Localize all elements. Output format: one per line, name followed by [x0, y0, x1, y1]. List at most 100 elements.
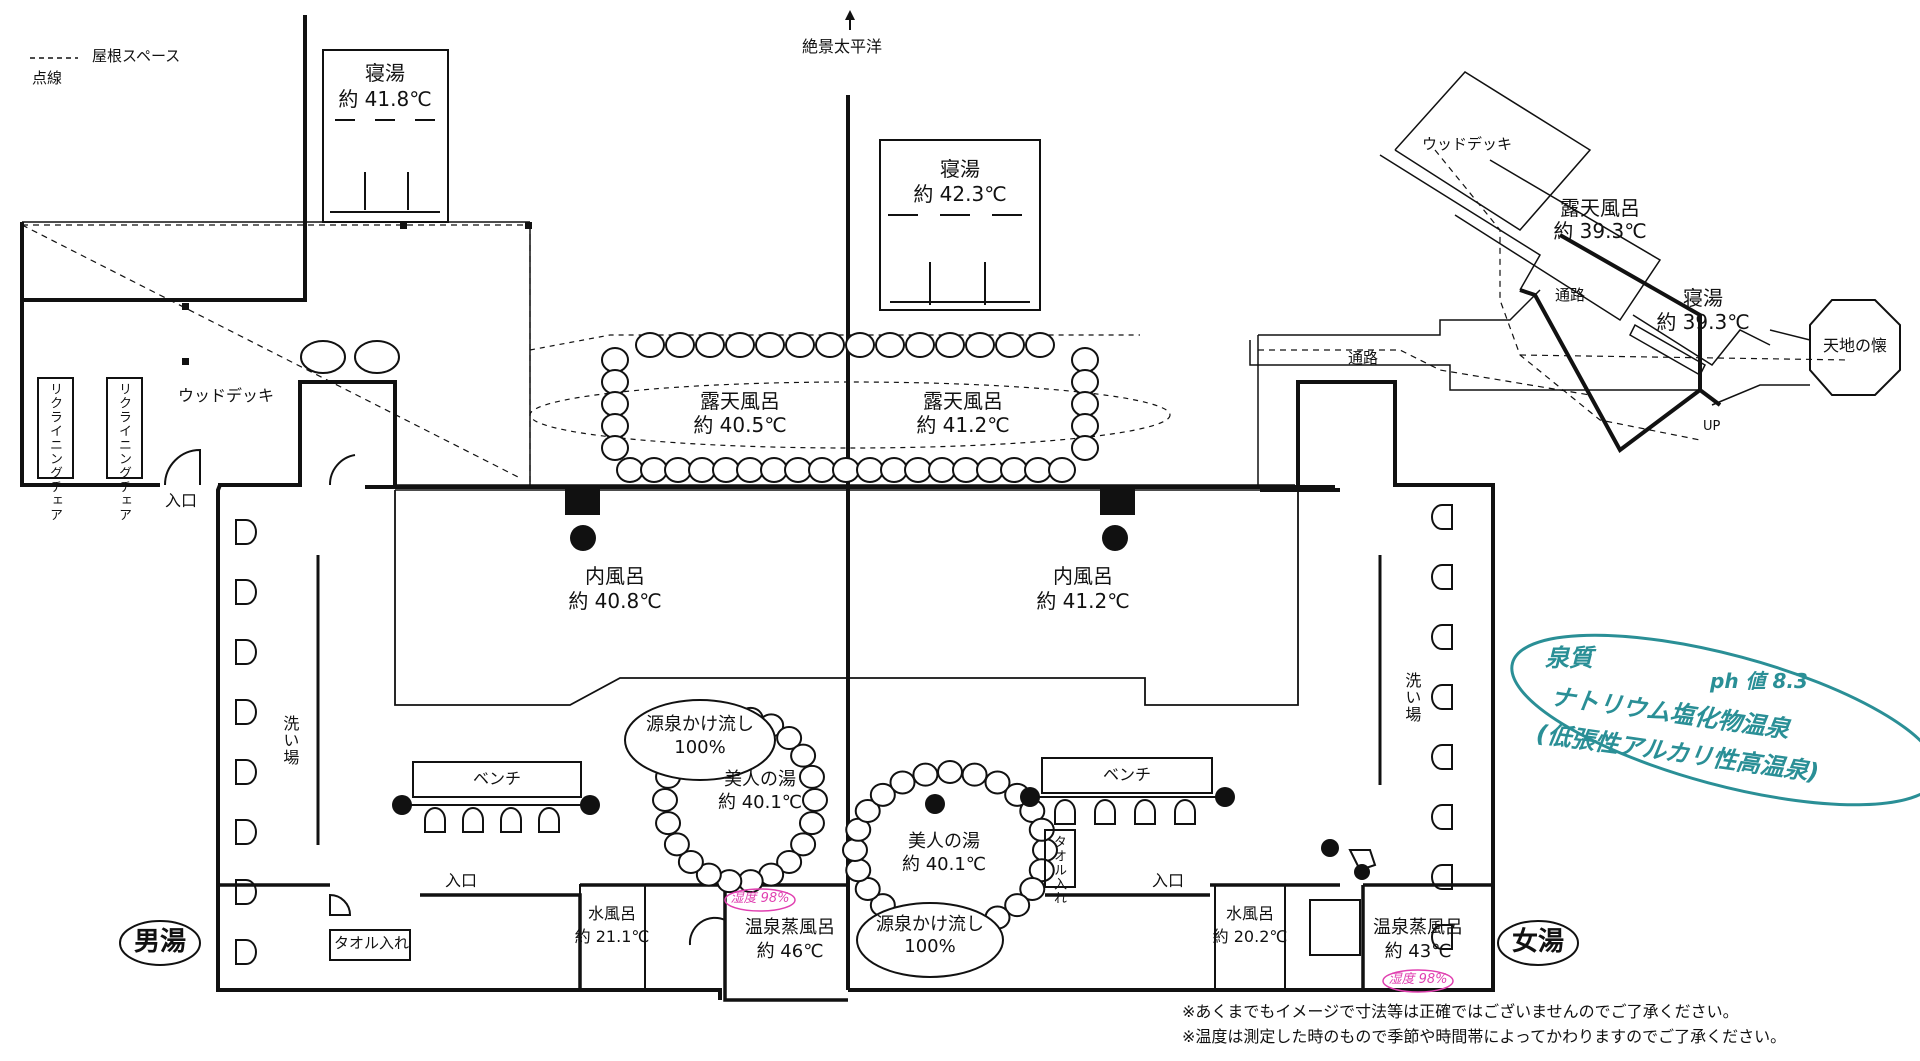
women-label: 女湯 — [1511, 927, 1565, 957]
stone — [760, 457, 788, 483]
north-arrow-icon — [845, 10, 855, 30]
stone — [784, 457, 812, 483]
women-bench-label: ベンチ — [1102, 765, 1152, 784]
roten-women-name: 露天風呂 — [923, 389, 1003, 413]
stone — [832, 457, 860, 483]
shower-seat — [235, 519, 257, 545]
callout-men-line1: 源泉かけ流し — [646, 714, 754, 735]
recliner-label-1: リクライニングチェア — [46, 382, 62, 522]
wood-deck-right: ウッドデッキ — [1422, 135, 1513, 153]
men-label: 男湯 — [133, 927, 187, 957]
stone — [854, 799, 881, 823]
stone — [1048, 457, 1076, 483]
stone — [688, 457, 716, 483]
neyu-left-temp: 約 41.8℃ — [338, 87, 432, 111]
stone — [928, 457, 956, 483]
shower-seat — [1094, 799, 1116, 825]
stone — [905, 332, 935, 358]
roten-men-temp: 約 40.5℃ — [693, 413, 787, 437]
shower-seat — [1174, 799, 1196, 825]
stone — [965, 332, 995, 358]
shower-seat — [1431, 684, 1453, 710]
neyu-left-name: 寝湯 — [365, 61, 405, 85]
callout-men-line2: 100% — [674, 737, 726, 758]
uchi-women-temp: 約 41.2℃ — [1036, 589, 1130, 613]
mizu-men-name: 水風呂 — [587, 904, 637, 923]
shower-seat — [1134, 799, 1156, 825]
roten-women-temp: 約 41.2℃ — [916, 413, 1010, 437]
inner-bath-outline — [394, 490, 1299, 706]
stone — [1071, 435, 1099, 461]
entrance-women[interactable]: 入口 — [1152, 871, 1185, 890]
stone — [995, 332, 1025, 358]
rotenburo-right-temp: 約 39.3℃ — [1553, 219, 1647, 243]
sauna-men-name: 温泉蒸風呂 — [745, 917, 835, 938]
shower-seat — [1431, 804, 1453, 830]
shower-seat — [1431, 924, 1453, 950]
shower-seat — [462, 807, 484, 833]
mizu-women-temp: 約 20.2℃ — [1212, 927, 1288, 946]
stone — [790, 743, 817, 768]
stone — [1071, 413, 1099, 439]
stone — [1025, 332, 1055, 358]
stone — [961, 762, 988, 787]
stone — [845, 332, 875, 358]
shower-seat — [1431, 504, 1453, 530]
stone — [663, 832, 690, 857]
shower-seat — [424, 807, 446, 833]
entrance-men[interactable]: 入口 — [445, 871, 478, 890]
stone — [1000, 457, 1028, 483]
stone — [912, 762, 939, 787]
up-label: UP — [1703, 419, 1721, 434]
stone — [976, 457, 1004, 483]
sauna-men-humidity: 湿度 98% — [730, 891, 790, 906]
glass-wall — [365, 383, 1335, 489]
stone — [601, 347, 629, 373]
stone — [665, 332, 695, 358]
towel-box-women: タオル入れ — [1050, 835, 1066, 905]
callout-bubble-women — [856, 902, 1004, 978]
stone — [695, 862, 722, 887]
stone — [616, 457, 644, 483]
uchi-men-temp: 約 40.8℃ — [568, 589, 662, 613]
spring-quality-ellipse — [1510, 633, 1920, 807]
shower-seat — [235, 759, 257, 785]
bijin-women-temp: 約 40.1℃ — [901, 854, 987, 875]
shower-seat — [1054, 799, 1076, 825]
stone — [842, 838, 868, 862]
wood-deck-left: ウッドデッキ — [178, 386, 275, 405]
center-neyu-tub — [879, 139, 1041, 311]
stone — [937, 760, 963, 784]
stone — [845, 858, 872, 883]
stone — [984, 770, 1011, 795]
sauna-women-humidity: 湿度 98% — [1388, 972, 1448, 987]
neyu-center-name: 寝湯 — [940, 157, 980, 181]
callout-bubble-men — [624, 699, 776, 781]
stone — [1004, 893, 1031, 918]
bijin-women-name: 美人の湯 — [908, 831, 980, 852]
entrance-left[interactable]: 入口 — [165, 491, 198, 510]
shower-seat — [500, 807, 522, 833]
bijin-men-name: 美人の湯 — [724, 769, 796, 790]
men-neyu-tub — [322, 49, 449, 223]
men-bench-label: ベンチ — [472, 769, 522, 788]
women-washing-label: 洗い場 — [1402, 672, 1422, 723]
stone — [677, 849, 704, 874]
deck-chairs — [300, 340, 400, 374]
stone — [640, 457, 668, 483]
stone — [869, 782, 896, 807]
stone — [935, 332, 965, 358]
stone — [725, 332, 755, 358]
shower-seat — [1431, 864, 1453, 890]
shower-seat — [235, 579, 257, 605]
men-shower-seats — [235, 519, 257, 965]
uchi-men-name: 内風呂 — [585, 564, 645, 588]
callout-women-line2: 100% — [904, 936, 956, 957]
stone — [952, 457, 980, 483]
recliner-label-2: リクライニングチェア — [115, 382, 131, 522]
stone — [736, 457, 764, 483]
stone — [635, 332, 665, 358]
sauna-women-name: 温泉蒸風呂 — [1373, 917, 1463, 938]
sauna-men-temp: 約 46℃ — [756, 941, 824, 962]
stone — [776, 849, 803, 874]
